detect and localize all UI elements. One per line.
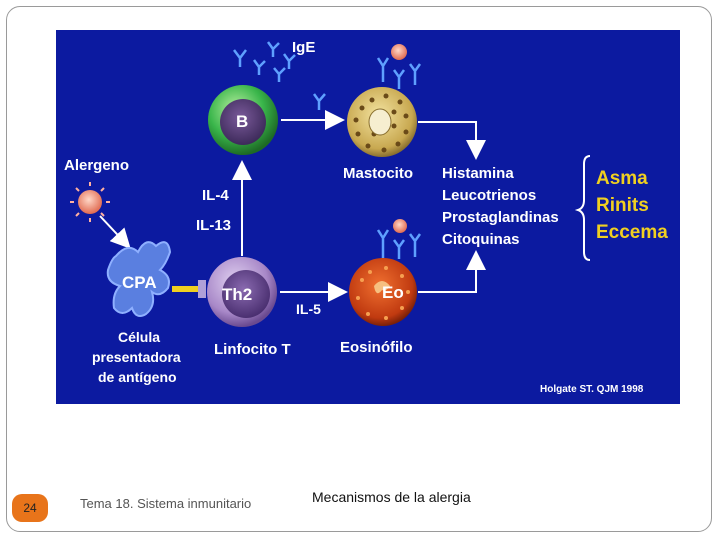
- disease-1: Asma: [596, 168, 648, 189]
- tcr-icon: [198, 280, 206, 298]
- mastocyte-icon: [347, 87, 417, 157]
- disease-2: Rinits: [596, 195, 649, 216]
- cpa-label: CPA: [122, 273, 157, 292]
- il4-label: IL-4: [202, 187, 229, 204]
- eo-receptor-icon: [376, 229, 422, 259]
- eo-label: Eo: [382, 283, 404, 302]
- allergen-on-mastocyte-icon: [391, 44, 407, 60]
- slide-title: Mecanismos de la alergia: [312, 489, 471, 505]
- ige-antibodies-icon: [233, 41, 326, 110]
- allergen-on-eo-icon: [393, 219, 407, 233]
- mediator-2: Leucotrienos: [442, 187, 536, 204]
- b-cell-icon: [208, 85, 278, 155]
- mediator-1: Histamina: [442, 165, 514, 182]
- page-number: 24: [12, 494, 48, 522]
- mastocito-label: Mastocito: [343, 165, 413, 182]
- mhc-connector-icon: [172, 286, 200, 292]
- celula-line2: presentadora: [92, 349, 181, 365]
- apc-cell-icon: [106, 241, 172, 317]
- celula-line3: de antígeno: [98, 369, 177, 385]
- credit-label: Holgate ST. QJM 1998: [540, 384, 644, 395]
- b-cell-label: B: [236, 112, 248, 131]
- eosinofilo-label: Eosinófilo: [340, 339, 413, 356]
- ige-receptor-icon: [376, 57, 422, 89]
- il5-label: IL-5: [296, 301, 321, 317]
- disease-3: Eccema: [596, 222, 668, 243]
- arrow-mastocyte-to-mediators: [418, 121, 486, 160]
- allergen-icon: [70, 182, 110, 222]
- mediator-3: Prostaglandinas: [442, 209, 559, 226]
- il13-label: IL-13: [196, 217, 231, 234]
- th2-cell-icon: [207, 257, 277, 327]
- mediator-4: Citoquinas: [442, 231, 520, 248]
- arrow-eo-to-mediators: [418, 250, 486, 293]
- course-title: Tema 18. Sistema inmunitario: [80, 496, 252, 511]
- alergeno-label: Alergeno: [64, 157, 129, 174]
- th2-label: Th2: [222, 285, 252, 304]
- bracket: [574, 155, 591, 261]
- eosinophil-icon: [349, 258, 417, 326]
- diagram-canvas: IgE B: [64, 39, 668, 395]
- linfocito-label: Linfocito T: [214, 341, 291, 358]
- allergy-mechanism-diagram: IgE B: [56, 30, 680, 404]
- slide-frame: [6, 6, 712, 532]
- celula-line1: Célula: [118, 329, 160, 345]
- ige-label: IgE: [292, 39, 315, 56]
- arrow-allergen-to-apc: [99, 215, 131, 249]
